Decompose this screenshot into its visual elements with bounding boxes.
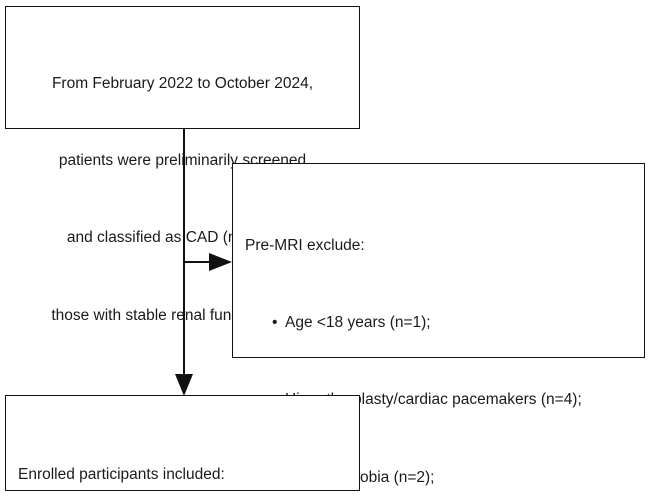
included-box-text: Enrolled participants included: •CAD gro…	[6, 396, 359, 497]
enrollment-box: From February 2022 to October 2024, pati…	[5, 6, 360, 324]
included-box: Enrolled participants included: •CAD gro…	[5, 395, 360, 491]
connector-vertical-line	[183, 128, 185, 380]
included-heading: Enrolled participants included:	[18, 465, 225, 483]
pre-mri-heading: Pre-MRI exclude:	[245, 236, 365, 254]
pre-mri-item-1-label: Age <18 years (n=1);	[285, 313, 431, 331]
exclusion-box: Pre-MRI exclude: • Age <18 years (n=1); •…	[232, 163, 645, 486]
arrow-right-icon	[209, 253, 232, 271]
arrow-down-icon	[175, 374, 193, 396]
pre-mri-item-1: • Age <18 years (n=1);	[245, 310, 634, 336]
bullet-icon: •	[272, 313, 278, 331]
connector-horizontal-branch	[183, 261, 225, 263]
enrollment-line-1: From February 2022 to October 2024,	[51, 74, 314, 92]
